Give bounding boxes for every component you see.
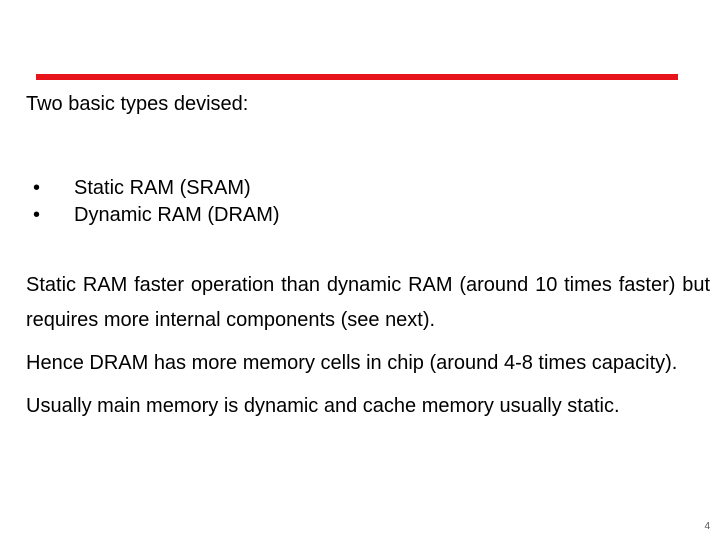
list-item-label: Dynamic RAM (DRAM) bbox=[74, 204, 280, 226]
intro-text: Two basic types devised: bbox=[26, 93, 249, 115]
list-item: • Dynamic RAM (DRAM) bbox=[26, 203, 280, 230]
ram-types-list: • Static RAM (SRAM) • Dynamic RAM (DRAM) bbox=[26, 176, 280, 230]
body-text: Static RAM faster operation than dynamic… bbox=[26, 268, 710, 432]
paragraph-speed: Static RAM faster operation than dynamic… bbox=[26, 274, 710, 331]
list-item-label: Static RAM (SRAM) bbox=[74, 177, 251, 199]
list-item: • Static RAM (SRAM) bbox=[26, 176, 280, 203]
bullet-icon: • bbox=[33, 177, 41, 199]
header-divider bbox=[36, 74, 678, 80]
bullet-icon: • bbox=[33, 204, 41, 226]
paragraph-capacity: Hence DRAM has more memory cells in chip… bbox=[26, 352, 678, 374]
paragraph-usage: Usually main memory is dynamic and cache… bbox=[26, 395, 620, 417]
page-number: 4 bbox=[704, 521, 710, 532]
